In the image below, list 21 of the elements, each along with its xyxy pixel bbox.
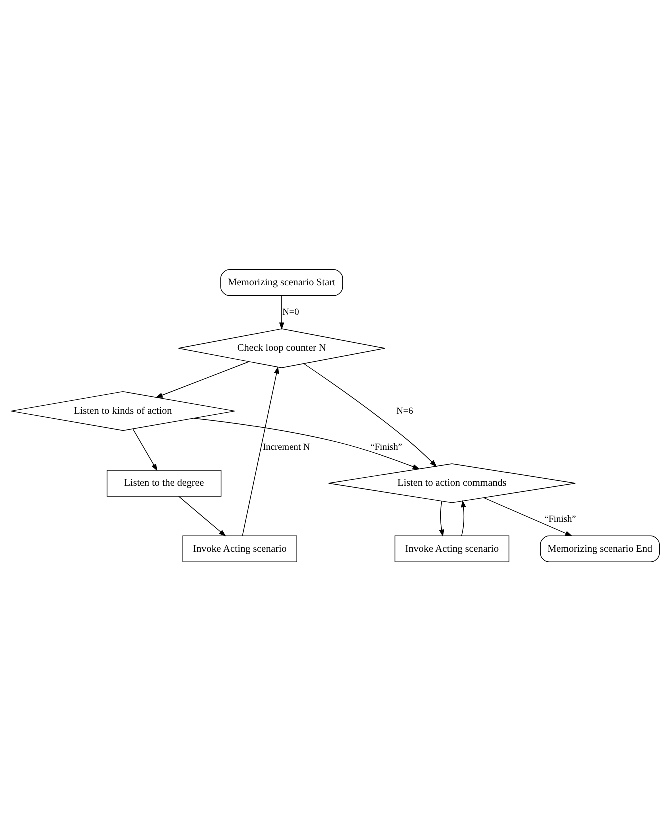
edge-label: Increment N	[263, 442, 310, 452]
arrow	[194, 418, 420, 470]
arrow	[178, 496, 226, 536]
edge-label: N=0	[282, 307, 300, 318]
node-box: Memorizing scenario End	[540, 535, 660, 562]
node-box: Invoke Acting scenario	[182, 535, 298, 562]
arrow	[242, 366, 280, 536]
arrow	[439, 500, 444, 537]
node-box: Memorizing scenario Start	[220, 269, 344, 296]
edge-label: “Finish”	[544, 514, 576, 524]
node-diamond: Check loop counter N	[178, 328, 386, 368]
arrow	[304, 363, 438, 467]
arrow	[279, 295, 284, 330]
node-box: Listen to the degree	[106, 470, 222, 496]
node-box: Invoke Acting scenario	[394, 535, 510, 562]
arrow	[132, 428, 158, 471]
edge-label: N=6	[396, 406, 414, 416]
arrow	[156, 361, 250, 398]
arrow	[484, 497, 573, 536]
arrow	[461, 500, 466, 536]
edge-label: “Finish”	[370, 442, 402, 452]
